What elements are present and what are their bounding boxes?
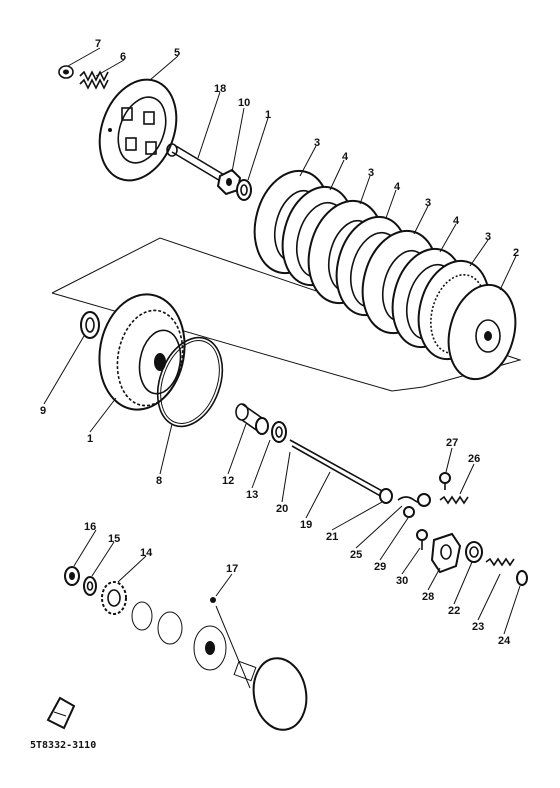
part-5-pressure-plate [98,78,178,182]
part-19-push-rod-long [289,439,385,499]
part-28-cover [430,532,462,574]
leader-lines [43,47,521,635]
label-14: 14 [140,547,153,559]
label-20: 20 [276,503,288,515]
label-21: 21 [326,531,338,543]
part-21-ball [379,488,393,504]
label-19: 19 [300,519,312,531]
label-3-b: 3 [368,167,374,179]
label-4-b: 4 [394,181,401,193]
label-18: 18 [214,83,226,95]
label-4-a: 4 [342,151,349,163]
part-9-thrust-washer [80,311,100,339]
part-22-oil-seal [465,541,483,563]
part-1-clutch-housing [98,293,186,411]
label-1-upper: 1 [265,109,271,121]
part-7-nut [58,65,74,79]
part-12-bushing [235,403,269,435]
part-29-pin [403,506,415,518]
part-6-spring [79,70,109,90]
label-29: 29 [374,561,386,573]
label-25: 25 [350,549,362,561]
key-bracket [46,696,76,730]
label-30: 30 [396,575,408,587]
label-4-c: 4 [453,215,460,227]
part-25-push-lever-shaft [397,493,431,507]
label-15: 15 [108,533,120,545]
part-15-washer [83,576,97,596]
part-27-bolt [439,472,451,490]
label-13: 13 [246,489,258,501]
part-23-adjust-screw [485,557,515,567]
label-17: 17 [226,563,238,575]
label-3-a: 3 [314,137,320,149]
label-7: 7 [95,38,101,50]
part-26-spring [439,495,469,505]
part-2-pressure-disc [447,283,517,381]
label-16: 16 [84,521,96,533]
gear-shaft-assembly [131,601,308,731]
part-17-pin [210,597,216,603]
label-24: 24 [498,635,511,647]
label-2: 2 [513,247,519,259]
label-22: 22 [448,605,460,617]
part-labels: 7 6 5 18 10 1 3 4 3 4 3 4 3 2 9 1 8 12 1… [40,38,519,647]
figure-code: 5T8332-3110 [30,740,96,751]
part-16-nut [64,566,80,586]
part-8-circlip [156,336,224,428]
label-23: 23 [472,621,484,633]
label-27: 27 [446,437,458,449]
label-12: 12 [222,475,234,487]
part-1-washer-upper [236,179,252,201]
label-3-d: 3 [485,231,491,243]
label-6: 6 [120,51,126,63]
label-9: 9 [40,405,46,417]
label-1-lower: 1 [87,433,93,445]
label-3-c: 3 [425,197,431,209]
label-8: 8 [156,475,162,487]
label-28: 28 [422,591,434,603]
label-10: 10 [238,97,250,109]
part-30-screw [416,529,428,550]
part-18-push-rod [166,143,227,183]
part-24-nut [516,570,528,586]
part-14-gear [101,581,127,615]
part-13-washer [271,421,287,443]
label-26: 26 [468,453,480,465]
label-5: 5 [174,47,180,59]
